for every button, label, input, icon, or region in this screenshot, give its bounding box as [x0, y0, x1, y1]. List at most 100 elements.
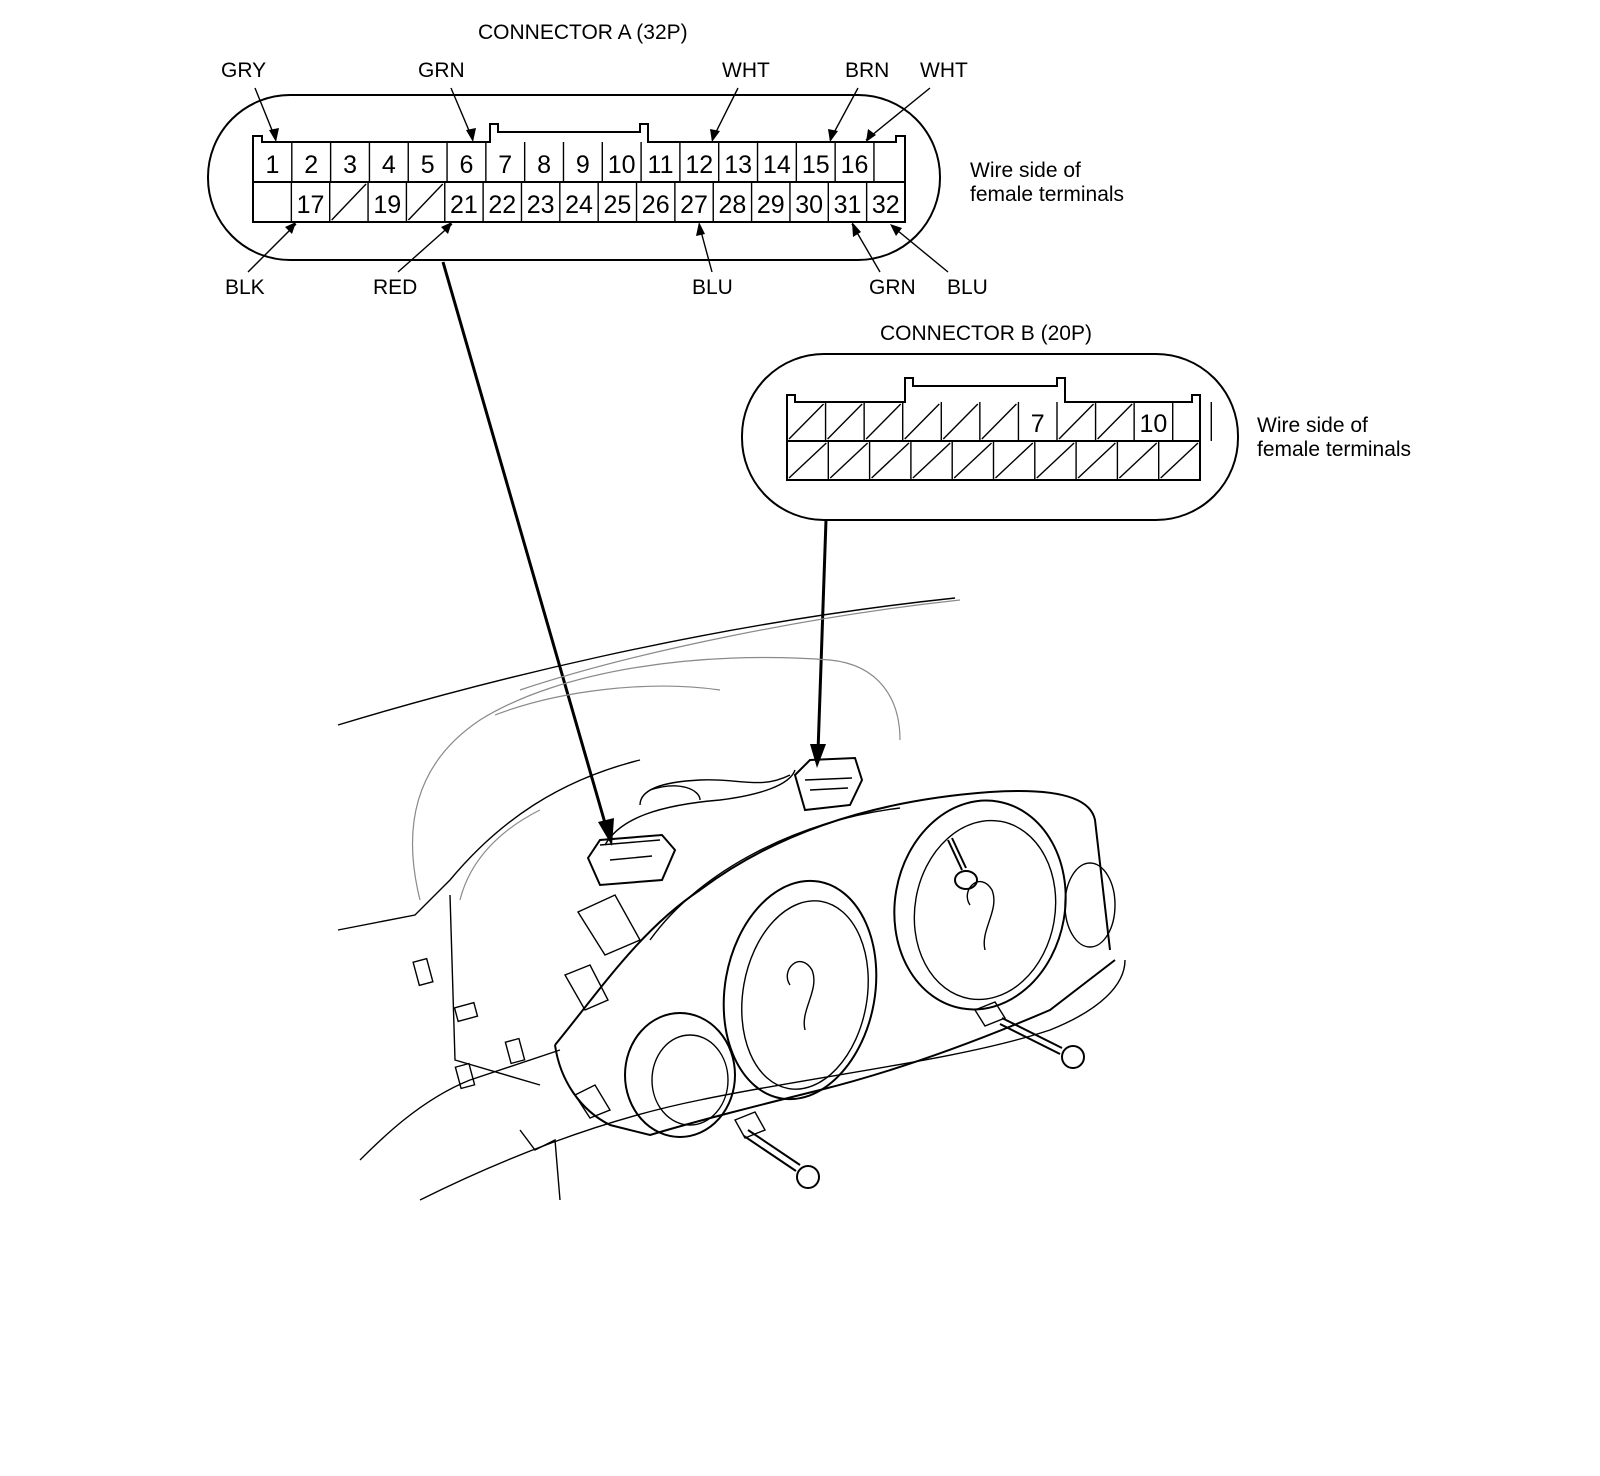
blank-terminal-slash: [865, 403, 902, 440]
connector-a-bottom-cell: [331, 182, 369, 222]
wire-label-pin16: WHT: [920, 59, 968, 82]
connector-a-top-cell: 5: [421, 142, 448, 182]
connector-b-top-row: 7 10: [788, 402, 1212, 441]
blank-terminal-slash: [1118, 442, 1158, 479]
screw-2: [999, 1017, 1085, 1069]
terminal-number: 10: [1140, 410, 1168, 438]
connector-a-leader: [441, 261, 614, 846]
connector-a-top-cell: 9: [576, 142, 603, 182]
connector-a-bottom-cell: 27: [680, 182, 714, 222]
connector-b-bottom-cell: [995, 441, 1036, 480]
terminal-number: 19: [373, 191, 401, 219]
terminal-number: 21: [450, 191, 478, 219]
connector-a-bottom-cell: [407, 182, 446, 222]
connector-a-top-cell: 8: [537, 142, 565, 182]
wire-label-pin17: BLK: [225, 276, 265, 299]
connector-a-top-cell: 16: [841, 142, 875, 182]
connector-b-bottom-cell: [1160, 441, 1201, 480]
blank-terminal-slash: [829, 442, 869, 479]
connector-b-side-note-line2: female terminals: [1257, 438, 1411, 461]
connector-a-bottom-cell: 26: [642, 182, 676, 222]
terminal-number: 9: [576, 151, 590, 179]
connector-b-top-cell: [942, 402, 981, 441]
terminal-number: 15: [802, 151, 830, 179]
terminal-number: 1: [265, 151, 279, 179]
connector-a-bottom-cell: 24: [565, 182, 599, 222]
connector-a-bottom-cell: 31: [834, 182, 868, 222]
terminal-number: 7: [1031, 410, 1045, 438]
connector-a-bottom-cell: 29: [757, 182, 791, 222]
wire-label-pin32: BLU: [947, 276, 988, 299]
terminal-number: 26: [642, 191, 670, 219]
connector-b-top-cell: [1058, 402, 1097, 441]
terminal-number: 8: [537, 151, 551, 179]
connector-b-title: CONNECTOR B (20P): [880, 322, 1092, 345]
blank-terminal-slash: [942, 403, 979, 440]
blank-terminal-slash: [1077, 442, 1116, 479]
wire-callouts-top: GRY GRN WHT BRN WHT: [221, 59, 968, 142]
terminal-number: 16: [841, 151, 869, 179]
connector-a-bottom-cell: 23: [527, 182, 561, 222]
connector-a-top-cell: 6: [459, 142, 487, 182]
blank-terminal-slash: [904, 403, 940, 440]
terminal-number: 5: [421, 151, 435, 179]
gauge-cluster-illustration: [337, 597, 1126, 1201]
terminal-number: 24: [565, 191, 593, 219]
connector-b-bottom-cell: [1036, 441, 1077, 480]
connector-b-top-cell: [865, 402, 904, 441]
connector-b-bottom-cell: [788, 441, 829, 480]
terminal-number: 13: [724, 151, 752, 179]
blank-terminal-slash: [788, 403, 825, 440]
connector-a-top-cell: 3: [343, 142, 371, 182]
connector-b-top-cell: [1097, 402, 1135, 441]
connector-b-side-note-line1: Wire side of: [1257, 414, 1368, 437]
connector-b-bottom-cell: [1077, 441, 1119, 480]
blank-terminal-slash: [1036, 442, 1075, 479]
blank-terminal-slash: [1160, 442, 1199, 479]
blank-terminal-slash: [788, 442, 827, 479]
terminal-number: 31: [834, 191, 862, 219]
blank-terminal-slash: [407, 183, 444, 221]
blank-terminal-slash: [1058, 403, 1095, 440]
connector-a-top-cell: 7: [498, 142, 526, 182]
connector-a-title: CONNECTOR A (32P): [478, 21, 688, 44]
blank-terminal-slash: [331, 183, 367, 221]
screw-1: [947, 837, 978, 890]
wire-label-pin15: BRN: [845, 59, 889, 82]
wire-label-pin6: GRN: [418, 59, 465, 82]
terminal-number: 25: [603, 191, 631, 219]
terminal-number: 32: [872, 191, 900, 219]
screw-3: [743, 1129, 820, 1189]
terminal-number: 12: [685, 151, 713, 179]
wire-label-pin21: RED: [373, 276, 417, 299]
blank-terminal-slash: [827, 403, 863, 440]
connector-b-top-cell: 10: [1140, 402, 1174, 441]
connector-b-top-cell: 7: [1031, 402, 1058, 441]
connector-a-top-cell: 14: [763, 142, 798, 182]
connector-a-bottom-cell: 21: [450, 182, 484, 222]
connector-b-top-cell: [904, 402, 942, 441]
blank-terminal-slash: [871, 442, 910, 479]
connector-b-bottom-cell: [953, 441, 995, 480]
connector-b-leader: [810, 519, 828, 768]
connector-a-outline: [207, 94, 941, 261]
connector-b-bottom-cell: [829, 441, 871, 480]
connector-a-side-note-line1: Wire side of: [970, 159, 1081, 182]
connector-a-bottom-cell: 19: [373, 182, 408, 222]
terminal-number: 14: [763, 151, 791, 179]
terminal-number: 4: [382, 151, 396, 179]
connector-a-top-cell: 12: [685, 142, 720, 182]
connector-a-top-cell: 4: [382, 142, 409, 182]
connector-a-top-cell: 1: [265, 142, 293, 182]
terminal-number: 7: [498, 151, 512, 179]
wire-callouts-bottom: BLK RED BLU GRN BLU: [225, 222, 988, 299]
wire-label-pin31: GRN: [869, 276, 916, 299]
connector-a-side-note-line2: female terminals: [970, 183, 1124, 206]
connector-a-top-cell: 2: [304, 142, 332, 182]
wire-label-pin12: WHT: [722, 59, 770, 82]
connector-a-bottom-cell: 32: [872, 182, 906, 222]
